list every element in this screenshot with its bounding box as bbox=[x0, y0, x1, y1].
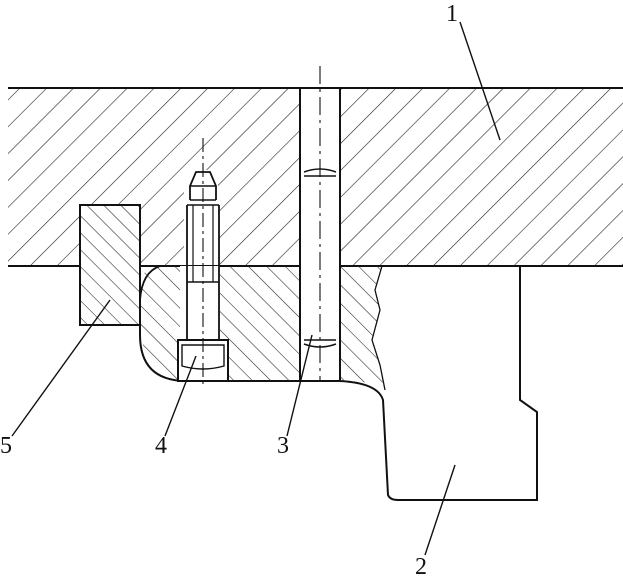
leader-line-5 bbox=[11, 299, 111, 437]
callout-5-label: 5 bbox=[0, 433, 12, 459]
leader-lines bbox=[11, 21, 501, 556]
leader-line-4 bbox=[164, 355, 197, 437]
callout-1-label: 1 bbox=[446, 1, 458, 27]
side-block bbox=[79, 204, 141, 326]
socket-screw bbox=[177, 138, 229, 388]
leader-line-2 bbox=[424, 464, 456, 556]
callout-4-label: 4 bbox=[155, 433, 167, 459]
callout-3-label: 3 bbox=[277, 433, 289, 459]
leader-line-1 bbox=[459, 21, 501, 141]
callout-2-label: 2 bbox=[415, 554, 427, 580]
leader-line-3 bbox=[286, 334, 313, 437]
dowel-pin bbox=[299, 66, 341, 382]
